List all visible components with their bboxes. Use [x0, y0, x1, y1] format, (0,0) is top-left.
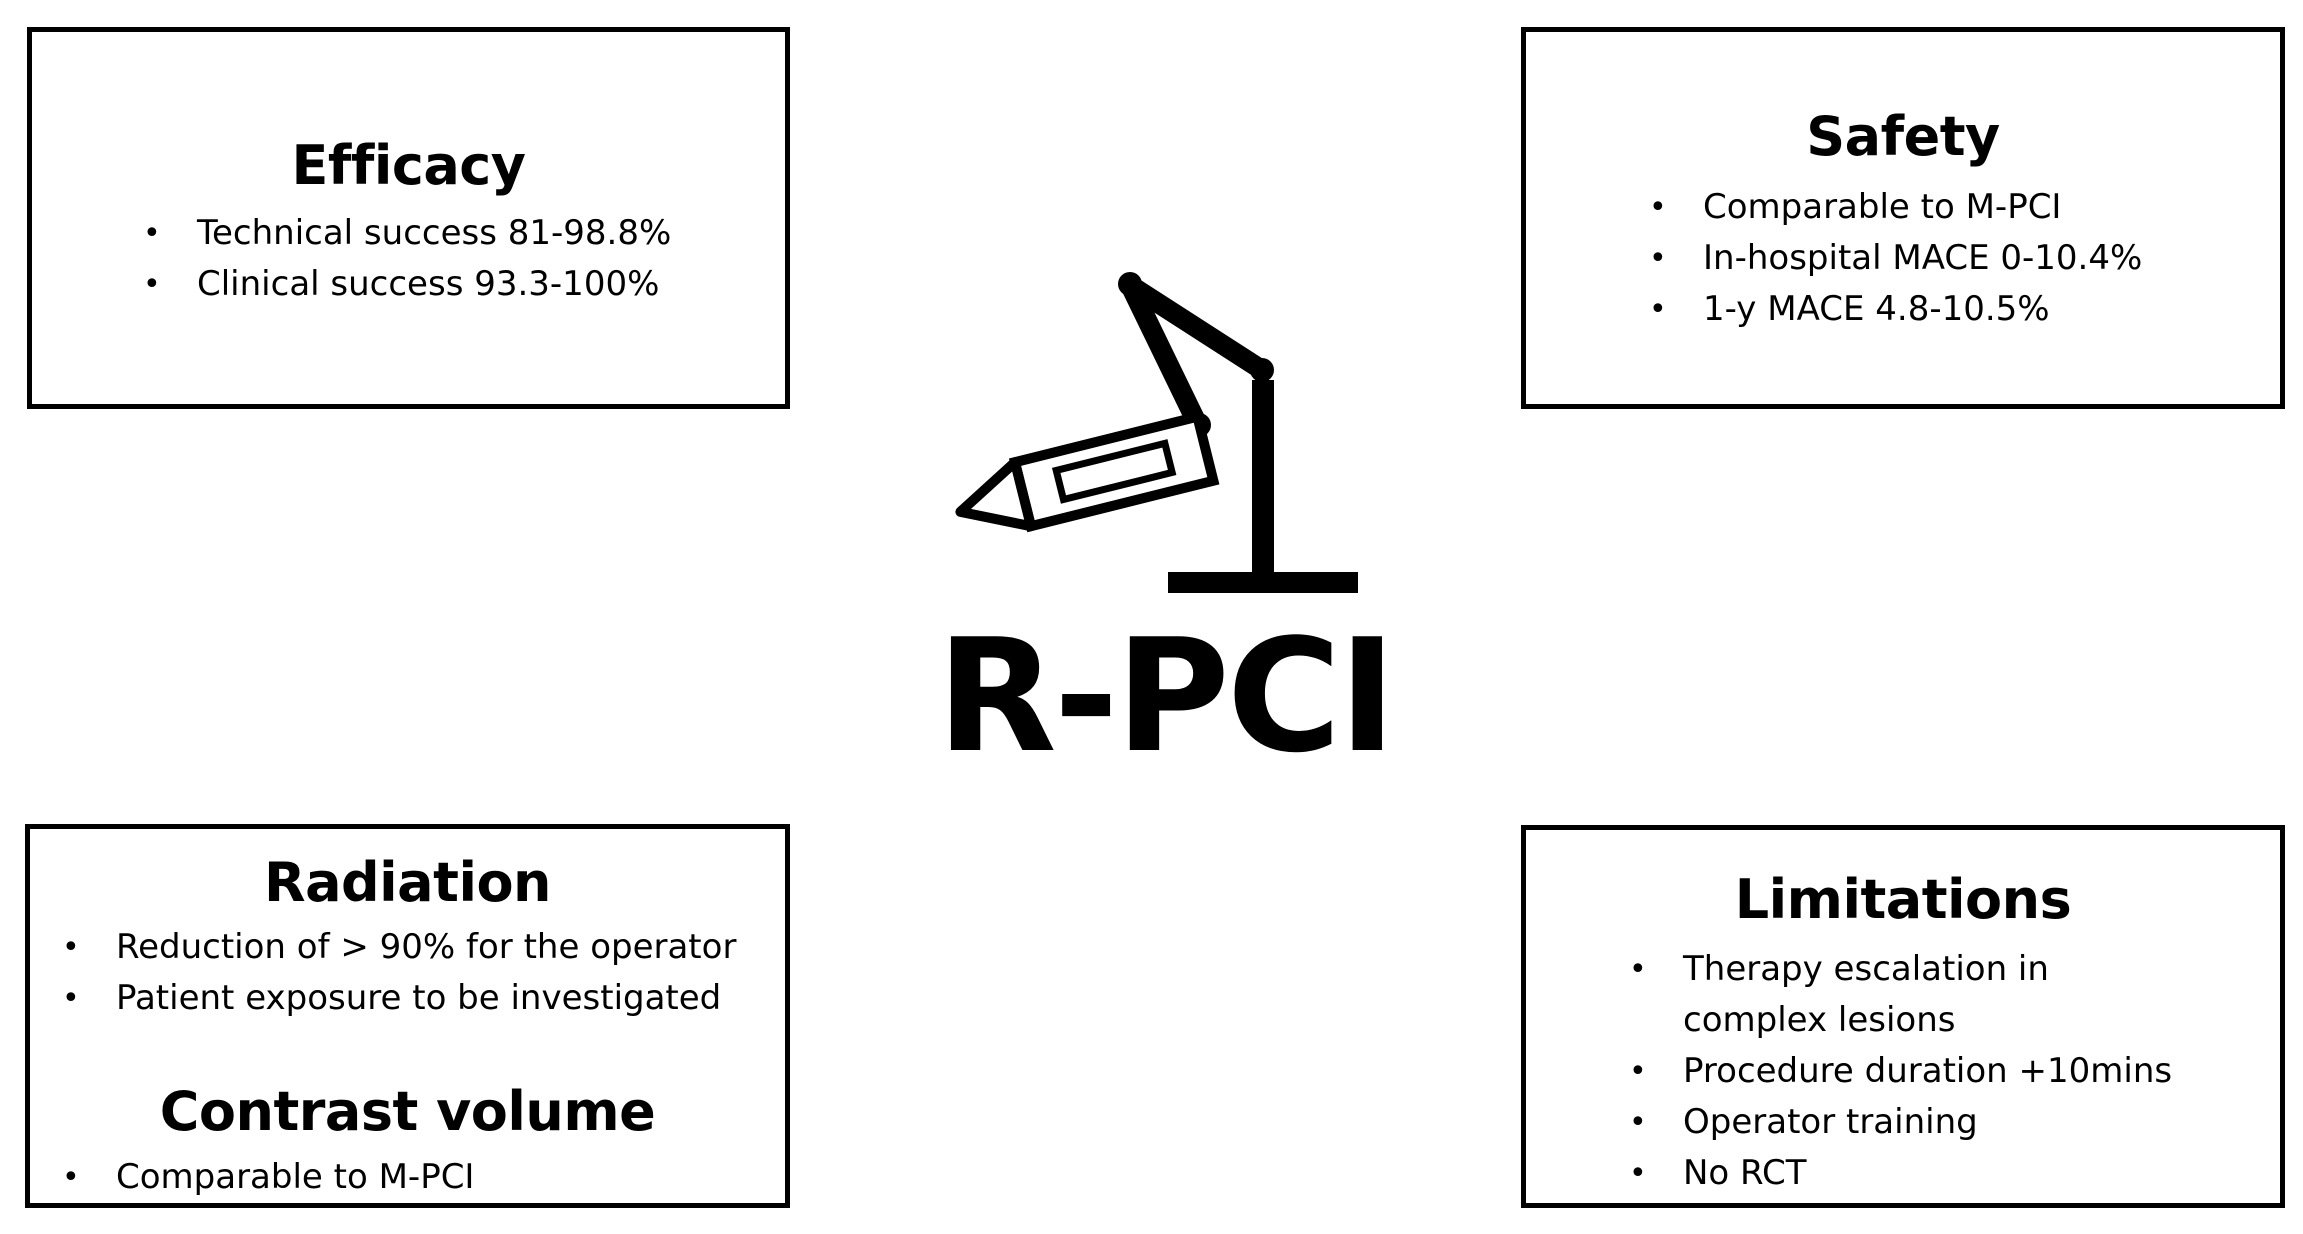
contrast-item: Comparable to M-PCI	[62, 1152, 474, 1203]
efficacy-box: Efficacy Technical success 81-98.8% Clin…	[27, 27, 790, 409]
radiation-item: Patient exposure to be investigated	[62, 973, 736, 1024]
limitations-box: Limitations Therapy escalation in comple…	[1521, 825, 2285, 1208]
efficacy-list: Technical success 81-98.8% Clinical succ…	[143, 208, 671, 310]
robotic-arm-icon	[955, 272, 1358, 593]
contrast-title: Contrast volume	[159, 1080, 656, 1143]
efficacy-item: Technical success 81-98.8%	[143, 208, 671, 259]
radiation-item: Reduction of > 90% for the operator	[62, 922, 736, 973]
safety-item: Comparable to M-PCI	[1649, 182, 2142, 233]
limitations-item: Procedure duration +10mins	[1629, 1046, 2172, 1097]
limitations-title: Limitations	[1734, 868, 2072, 931]
efficacy-item: Clinical success 93.3-100%	[143, 259, 671, 310]
limitations-item: Operator training	[1629, 1097, 2172, 1148]
safety-item: In-hospital MACE 0-10.4%	[1649, 233, 2142, 284]
safety-list: Comparable to M-PCI In-hospital MACE 0-1…	[1649, 182, 2142, 335]
contrast-list: Comparable to M-PCI	[62, 1152, 474, 1203]
efficacy-title: Efficacy	[291, 134, 526, 197]
safety-item: 1-y MACE 4.8-10.5%	[1649, 284, 2142, 335]
radiation-list: Reduction of > 90% for the operator Pati…	[62, 922, 736, 1024]
limitations-list: Therapy escalation in complex lesions Pr…	[1629, 944, 2172, 1199]
limitations-item: No RCT	[1629, 1148, 2172, 1199]
limitations-item: complex lesions	[1683, 1000, 1956, 1040]
main-title: R-PCI	[936, 605, 1397, 787]
limitations-item: Therapy escalation in	[1629, 944, 2172, 995]
safety-title: Safety	[1806, 105, 2000, 168]
radiation-title: Radiation	[264, 851, 552, 914]
safety-box: Safety Comparable to M-PCI In-hospital M…	[1521, 27, 2285, 409]
radiation-box: Radiation Reduction of > 90% for the ope…	[25, 824, 790, 1208]
